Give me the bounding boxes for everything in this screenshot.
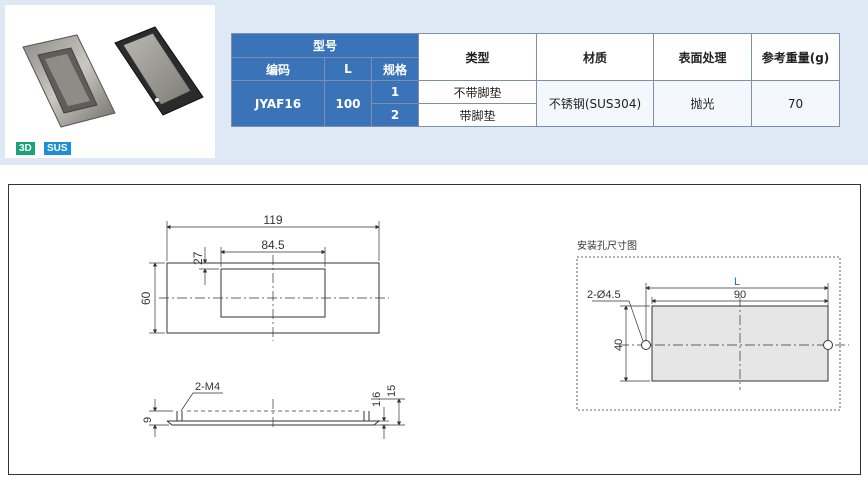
dim-15: 15 [386,385,398,397]
product-image [22,26,204,128]
header-spec: 规格 [371,57,419,81]
cell-code: JYAF16 [231,80,325,127]
hole-dim-dia: 2-Ø4.5 [587,289,621,301]
side-view [149,392,405,439]
header-L: L [324,57,372,81]
cell-type-2: 带脚垫 [418,103,537,127]
hole-dim-40: 40 [613,339,625,351]
dim-1-6: 1.6 [371,392,383,407]
cell-weight: 70 [751,80,840,127]
thread-label: 2-M4 [195,381,220,393]
cell-surface: 抛光 [653,80,752,127]
front-view [149,221,389,341]
header-model: 型号 [231,33,419,58]
hole-dim-L: L [734,276,740,288]
hole-dim-90: 90 [734,289,746,301]
dim-9: 9 [142,417,154,423]
header-surface: 表面处理 [653,33,752,81]
header-type: 类型 [418,33,537,81]
hole-diagram [576,256,849,411]
spec-table: 型号 类型 材质 表面处理 参考重量(g) 编码 L 规格 JYAF16 100… [231,33,840,127]
header-material: 材质 [536,33,654,81]
product-photo: 3D SUS [5,5,215,158]
dim-84-5: 84.5 [261,238,285,252]
badge-sus: SUS [44,142,71,155]
cell-L: 100 [324,80,372,127]
dim-119: 119 [263,213,282,227]
cell-material: 不锈钢(SUS304) [536,80,654,127]
cell-type-1: 不带脚垫 [418,80,537,104]
badge-3d: 3D [16,142,35,155]
dim-27: 27 [191,251,205,265]
hole-diagram-title: 安装孔尺寸图 [577,241,637,252]
technical-drawing: 119 84.5 27 60 [8,184,861,475]
header-weight: 参考重量(g) [751,33,840,81]
cell-spec-1: 1 [371,80,419,104]
drawing-canvas: 119 84.5 27 60 [139,213,849,439]
header-code: 编码 [231,57,325,81]
dim-60: 60 [139,291,153,305]
cell-spec-2: 2 [371,103,419,127]
